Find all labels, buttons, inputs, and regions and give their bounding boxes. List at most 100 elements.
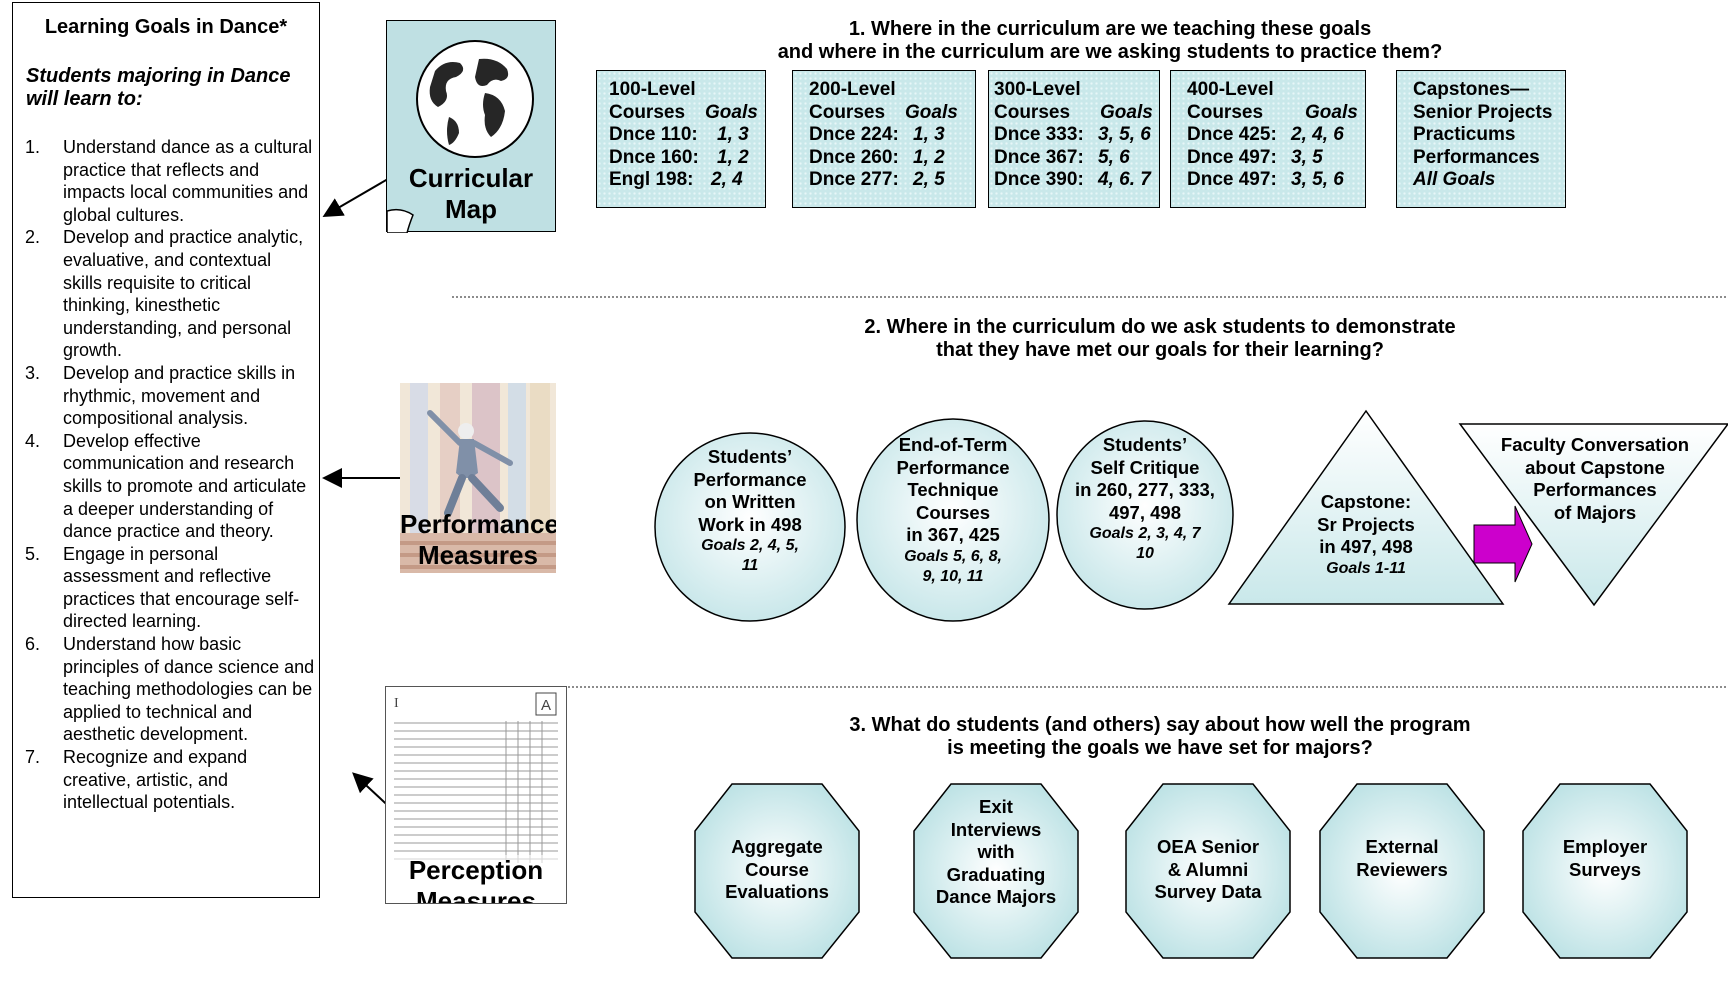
octagon-external (1319, 783, 1485, 959)
shape-goals: 11 (741, 557, 759, 574)
goal-item: 5.Engage in personal assessment and refl… (25, 543, 315, 633)
capstones-box: Capstones— Senior Projects Practicums Pe… (1396, 70, 1566, 208)
level-row: Dnce 160: 1, 2 (609, 147, 765, 170)
shape-line: in 367, 425 (906, 524, 1000, 545)
level-row: Dnce 390: 4, 6. 7 (994, 169, 1159, 192)
course-code: Dnce 425: (1187, 124, 1277, 145)
goals-panel: Learning Goals in Dance* Students majori… (12, 2, 320, 898)
goal-item: 6. Understand how basic principles of dan… (25, 633, 315, 746)
level-row: Dnce 260: 1, 2 (809, 147, 975, 170)
level-row: Dnce 224: 1, 3 (809, 124, 975, 147)
octagon-aggregate-text: Aggregate Course Evaluations (700, 836, 854, 904)
circle-end-of-term-text: End-of-Term Performance Technique Course… (864, 434, 1042, 587)
octagon-employer (1522, 783, 1688, 959)
shape-line: Employer (1562, 836, 1648, 857)
goal-text: Understand dance as a cultural practice … (63, 137, 313, 225)
shape-line: Aggregate (731, 836, 823, 857)
level-row: Dnce 367: 5, 6 (994, 147, 1159, 170)
course-code: Dnce 497: (1187, 146, 1277, 168)
level-row: Engl 198: 2, 4 (609, 169, 765, 192)
section1-question: 1. Where in the curriculum are we teachi… (640, 18, 1580, 64)
performance-measures-label: Performance Measures (400, 509, 556, 570)
shape-line: Performances (1533, 479, 1657, 500)
level-row: Courses Goals (1187, 102, 1365, 125)
goal-item: 7.Recognize and expand creative, artisti… (25, 746, 315, 814)
right-arrow-icon (1473, 505, 1533, 583)
goals-label: Goals (905, 101, 958, 123)
perception-measures-label: Perception Measures (386, 855, 566, 903)
goal-number: 1. (25, 137, 41, 157)
octagon-aggregate (694, 783, 860, 959)
shape-line: Work in 498 (698, 513, 802, 535)
shape-goals: 10 (1136, 545, 1154, 562)
level-row: Dnce 277: 2, 5 (809, 169, 975, 192)
inverted-triangle-text: Faculty Conversation about Capstone Perf… (1482, 434, 1708, 524)
shape-goals: Goals 5, 6, 8, (904, 547, 1002, 565)
octagon-shapes (694, 783, 1688, 959)
course-label: Courses (994, 101, 1071, 123)
level-row: Capstones— (1413, 79, 1565, 102)
goal-text: Develop and practice skills in rhythmic,… (63, 362, 296, 429)
level-row: Courses Goals (994, 102, 1159, 125)
course-goals: 1, 3 (913, 124, 945, 145)
course-goals: 2, 4 (711, 169, 743, 190)
octagon-external-text: External Reviewers (1322, 836, 1482, 881)
shape-line: Students’ (1102, 434, 1188, 455)
goal-item: 3.Develop and practice skills in rhythmi… (25, 362, 315, 430)
inverted-triangle-faculty (1458, 423, 1728, 607)
course-label: Courses (609, 101, 686, 123)
goal-number: 5. (25, 543, 41, 564)
triangle-capstone (1227, 409, 1505, 605)
goals-title: Learning Goals in Dance* (44, 16, 288, 38)
course-code: Dnce 160: (609, 146, 699, 168)
shape-goals: Goals 2, 3, 4, 7 (1089, 525, 1201, 542)
shape-goals: 9, 10, 11 (922, 567, 984, 585)
level-row: Performances (1413, 147, 1565, 170)
shape-line: in 260, 277, 333, (1075, 479, 1215, 500)
level-row: 300-Level (994, 79, 1159, 102)
course-code: Dnce 390: (994, 169, 1084, 190)
goal-number: 7. (25, 747, 41, 768)
level-row: Dnce 425: 2, 4, 6 (1187, 124, 1365, 147)
shape-line: Course (745, 858, 809, 880)
capstone-item: Performances (1413, 146, 1540, 168)
circle-written-work (654, 432, 846, 622)
shape-line: OEA Senior (1156, 836, 1260, 857)
shape-line: Surveys (1569, 858, 1641, 880)
goal-text: Understand how basic principles of dance… (63, 634, 315, 745)
course-code: Dnce 224: (809, 124, 899, 145)
shape-line: Performance (896, 456, 1010, 478)
shape-line: Courses (915, 501, 991, 523)
level-row: 400-Level (1187, 79, 1365, 102)
section3-question: 3. What do students (and others) say abo… (700, 714, 1620, 760)
curricular-map-card: Curricular Map (386, 20, 556, 233)
svg-text:A: A (541, 697, 551, 714)
shape-line: Self Critique (1090, 456, 1200, 478)
shape-goals: Goals 1-11 (1326, 559, 1406, 577)
level-row: Dnce 333: 3, 5, 6 (994, 124, 1159, 147)
dancer-image (400, 383, 556, 573)
level-heading: 400-Level (1187, 79, 1274, 100)
curricular-map-label: Curricular Map (408, 163, 534, 224)
course-code: Dnce 367: (994, 146, 1084, 168)
goals-list: 1. Understand dance as a cultural practic… (25, 136, 315, 814)
level-row: All Goals (1413, 169, 1565, 192)
course-goals: 5, 6 (1098, 146, 1130, 168)
level-heading: 100-Level (609, 79, 696, 100)
course-goals: 1, 3 (717, 124, 749, 145)
shape-line: about Capstone (1525, 456, 1665, 478)
octagon-oea-text: OEA Senior & Alumni Survey Data (1128, 836, 1288, 904)
shape-line: 497, 498 (1108, 501, 1181, 523)
shape-line: External (1365, 836, 1439, 857)
globe-icon (387, 40, 534, 233)
goal-item: 4.Develop effective communication and re… (25, 430, 315, 543)
level-heading: 200-Level (809, 79, 896, 100)
shape-line: with (977, 841, 1015, 862)
goal-number: 6. (25, 634, 41, 655)
course-code: Dnce 333: (994, 124, 1084, 145)
goal-number: 2. (25, 227, 41, 248)
shape-line: Reviewers (1356, 858, 1448, 880)
goal-item: 2.Develop and practice analytic, evaluat… (25, 226, 315, 362)
octagon-exit-interviews (913, 783, 1079, 959)
